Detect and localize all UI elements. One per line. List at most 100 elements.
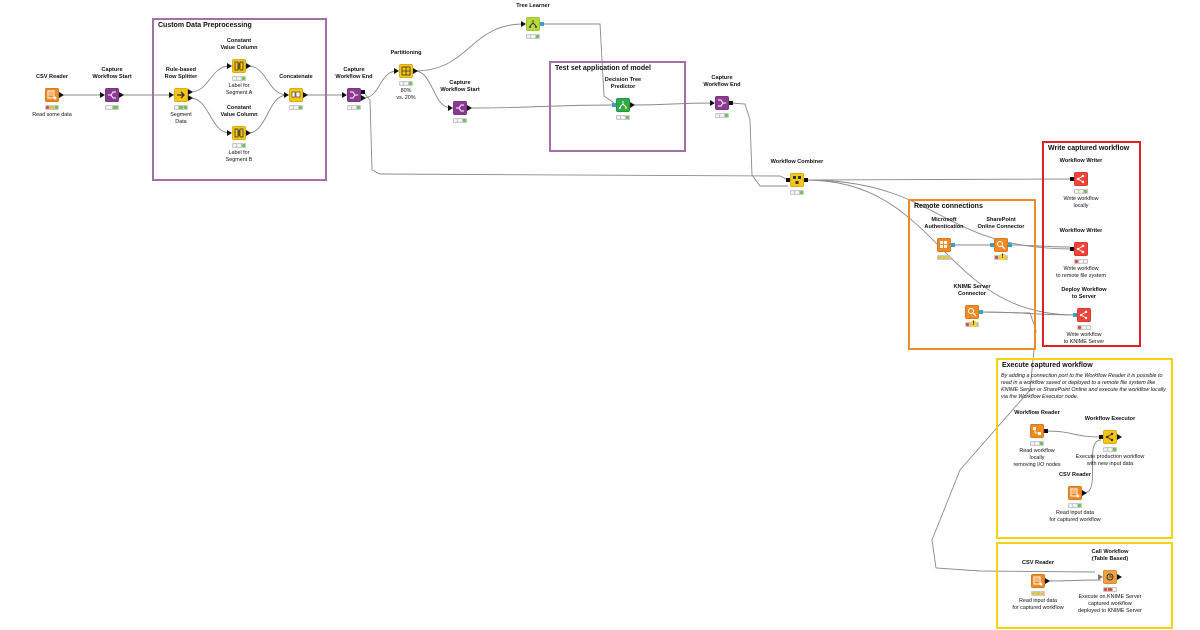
connection-capture-end-2-to-combiner[interactable]	[730, 102, 788, 187]
annotation-remote[interactable]: Remote connections	[908, 199, 1036, 350]
input-port[interactable]	[227, 63, 232, 69]
connection-splitter-to-segment-a[interactable]	[189, 65, 231, 93]
output-port[interactable]	[1044, 429, 1048, 433]
input-port[interactable]	[227, 130, 232, 136]
capture-start-icon[interactable]	[453, 101, 467, 115]
table-reader-icon[interactable]	[1031, 574, 1045, 588]
call-workflow-icon[interactable]	[1103, 570, 1117, 584]
table-reader-icon[interactable]	[1068, 486, 1082, 500]
output-port[interactable]	[246, 63, 251, 69]
connection-learner-to-predictor[interactable]	[542, 23, 615, 104]
output-port[interactable]	[729, 101, 733, 105]
input-port[interactable]	[284, 92, 289, 98]
output-port[interactable]	[1045, 578, 1050, 584]
deploy-workflow-icon[interactable]	[1077, 308, 1091, 322]
ms-auth-icon[interactable]	[937, 238, 951, 252]
connection-sharepoint-to-writer[interactable]	[1009, 244, 1071, 248]
output-port[interactable]	[951, 243, 955, 247]
input-port[interactable]	[612, 103, 616, 107]
status-light	[938, 256, 942, 259]
input-port[interactable]	[990, 243, 994, 247]
capture-start-icon[interactable]	[105, 88, 119, 102]
output-port[interactable]	[804, 178, 808, 182]
annotation-write[interactable]: Write captured workflow	[1042, 141, 1141, 347]
output-port[interactable]	[1008, 243, 1012, 247]
output-port[interactable]	[979, 310, 983, 314]
node-title: Deploy Workflow to Server	[1061, 287, 1107, 300]
input-port[interactable]	[169, 92, 174, 98]
sharepoint-connector-icon[interactable]	[994, 238, 1008, 252]
input-port[interactable]	[394, 68, 399, 74]
output-port[interactable]	[119, 92, 124, 98]
connection-predictor-to-capture-end[interactable]	[631, 102, 714, 106]
annotation-call[interactable]	[996, 542, 1173, 629]
row-splitter-icon[interactable]	[174, 88, 188, 102]
output-port[interactable]	[361, 90, 365, 94]
node-title: Workflow Combiner	[770, 158, 824, 165]
node-title: CSV Reader	[35, 73, 69, 80]
tree-predictor-icon[interactable]	[616, 98, 630, 112]
output-port[interactable]	[413, 68, 418, 74]
annotation-testset[interactable]: Test set application of model	[549, 61, 686, 152]
output-port[interactable]	[1082, 490, 1087, 496]
capture-end-icon[interactable]	[347, 88, 361, 102]
input-port[interactable]	[1073, 313, 1077, 317]
input-port[interactable]	[521, 21, 526, 27]
status-light	[1075, 190, 1079, 193]
output-port[interactable]	[1117, 434, 1122, 440]
status-light	[1039, 442, 1043, 445]
workflow-executor-icon[interactable]	[1103, 430, 1117, 444]
input-port[interactable]	[1098, 574, 1103, 580]
node-status-traffic-light	[399, 81, 413, 86]
input-port[interactable]	[710, 100, 715, 106]
output-port[interactable]	[361, 95, 366, 101]
workflow-writer-icon[interactable]	[1074, 242, 1088, 256]
connection-capture-end-to-combiner[interactable]	[362, 91, 789, 181]
input-port[interactable]	[342, 92, 347, 98]
connection-csv-to-call-workflow[interactable]	[1046, 579, 1102, 582]
status-light	[352, 106, 356, 109]
output-port[interactable]	[246, 130, 251, 136]
workflow-reader-icon[interactable]	[1030, 424, 1044, 438]
node-description: Segment Data	[170, 112, 192, 125]
output-port[interactable]	[540, 22, 544, 26]
constant-column-icon[interactable]	[232, 59, 246, 73]
input-port[interactable]	[100, 92, 105, 98]
input-port[interactable]	[1070, 247, 1074, 251]
connection-partitioning-to-capture-start[interactable]	[414, 70, 452, 109]
input-port[interactable]	[448, 105, 453, 111]
input-port[interactable]	[1099, 435, 1103, 439]
output-port[interactable]	[188, 89, 193, 95]
connection-segment-b-to-concatenate[interactable]	[247, 94, 288, 134]
output-port[interactable]	[630, 102, 635, 108]
annotation-custom[interactable]: Custom Data Preprocessing	[152, 18, 327, 181]
connection-reader-to-executor[interactable]	[1045, 430, 1102, 438]
connection-segment-a-to-concatenate[interactable]	[247, 65, 288, 96]
capture-end-icon[interactable]	[715, 96, 729, 110]
input-port[interactable]	[786, 178, 790, 182]
input-port[interactable]	[1070, 177, 1074, 181]
output-port[interactable]	[467, 105, 472, 111]
output-port[interactable]	[59, 92, 64, 98]
concatenate-icon[interactable]	[289, 88, 303, 102]
partitioning-icon[interactable]	[399, 64, 413, 78]
output-port[interactable]	[188, 95, 193, 101]
output-port[interactable]	[1117, 574, 1122, 580]
workflow-writer-icon[interactable]	[1074, 172, 1088, 186]
output-port[interactable]	[303, 92, 308, 98]
status-light	[1078, 326, 1082, 329]
connection-capture-end-to-partitioning[interactable]	[362, 70, 398, 99]
connection-capture-start-to-predictor[interactable]	[468, 104, 615, 109]
constant-column-icon[interactable]	[232, 126, 246, 140]
connection-server-to-call-workflow[interactable]	[931, 311, 1096, 573]
table-reader-icon[interactable]	[45, 88, 59, 102]
server-connector-icon[interactable]	[965, 305, 979, 319]
connection-combiner-to-writer-local[interactable]	[805, 178, 1073, 181]
workflow-combiner-icon[interactable]	[790, 173, 804, 187]
tree-learner-icon[interactable]	[526, 17, 540, 31]
connection-csv-to-executor[interactable]	[1083, 439, 1102, 494]
connection-splitter-to-segment-b[interactable]	[189, 97, 231, 134]
status-light	[1086, 326, 1090, 329]
connection-partitioning-to-learner[interactable]	[414, 23, 525, 72]
